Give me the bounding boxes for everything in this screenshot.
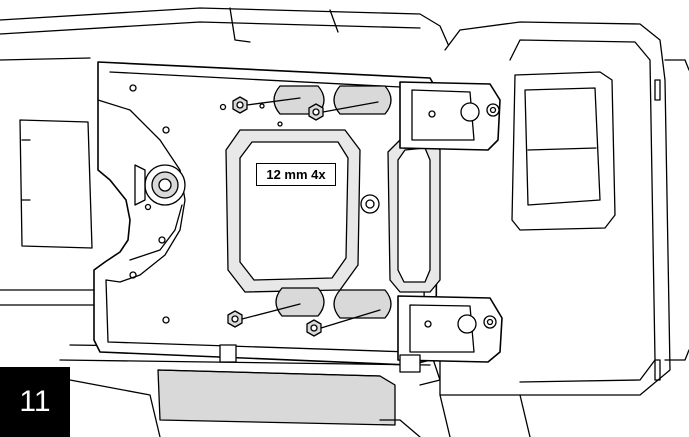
bolt-lower-right bbox=[306, 309, 381, 337]
bolt-size-callout: 12 mm 4x bbox=[256, 163, 336, 186]
window-cutout-left bbox=[225, 129, 361, 293]
bolt-upper-left bbox=[232, 96, 301, 114]
bolt-upper-right bbox=[308, 101, 379, 121]
lower-hinge bbox=[397, 295, 503, 363]
left-pin bbox=[134, 164, 186, 206]
plate-holes bbox=[129, 84, 380, 324]
step-number-badge: 11 bbox=[0, 367, 70, 437]
upper-hinge bbox=[399, 81, 501, 151]
window-cutout-right bbox=[387, 137, 441, 293]
base-block bbox=[69, 344, 531, 437]
bolt-lower-left bbox=[227, 303, 301, 328]
